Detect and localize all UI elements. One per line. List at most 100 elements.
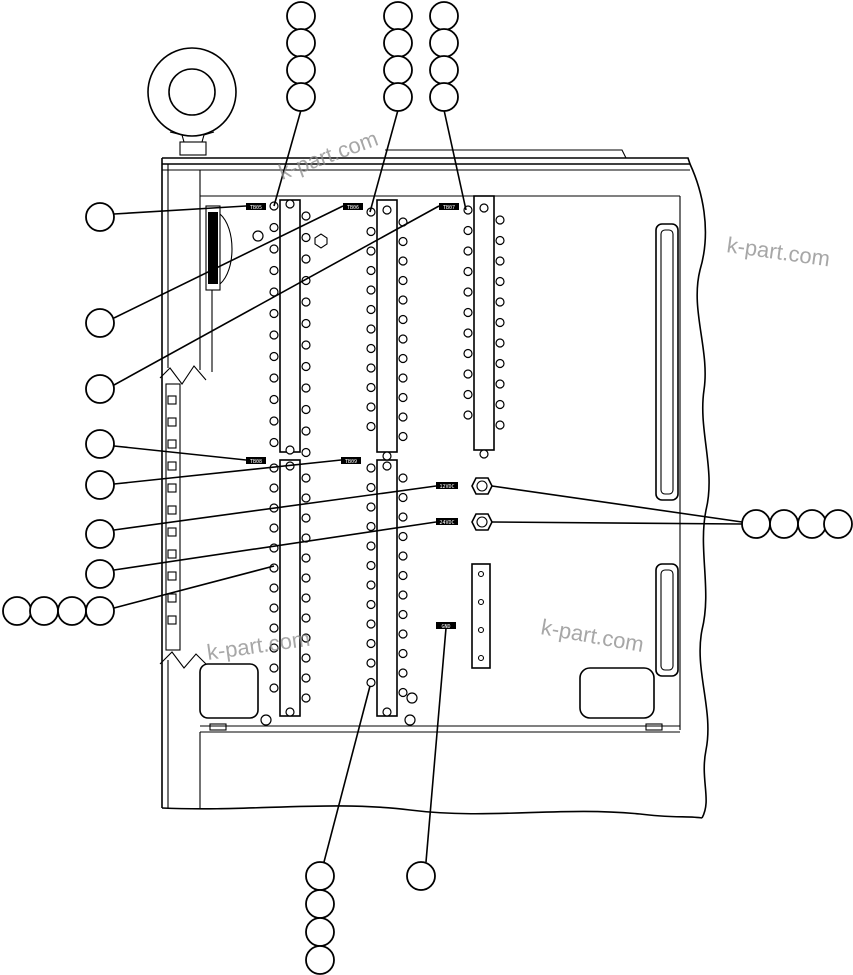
terminal-screw [366, 677, 376, 688]
block-end-screw [479, 203, 489, 213]
terminal-screw [301, 673, 311, 683]
callout-balloon [85, 374, 115, 404]
tag-gnd: GND [436, 622, 456, 630]
callout-balloon [429, 1, 459, 31]
terminal-screw [398, 295, 408, 305]
terminal-screw [463, 246, 473, 256]
terminal-screw [269, 663, 279, 673]
terminal-screw [463, 410, 473, 420]
watermark-text: k-part.com [205, 626, 311, 665]
terminal-screw [301, 254, 311, 264]
terminal-screw [366, 560, 376, 571]
stud-24vdc [471, 513, 493, 531]
terminal-screw [398, 668, 408, 678]
tag-tb08-text: TB08 [250, 459, 262, 465]
watermark-text: k-part.com [539, 614, 646, 657]
terminal-block-tb07 [473, 195, 495, 451]
terminal-screw [398, 314, 408, 325]
terminal-screw [269, 265, 279, 276]
tag-tb08: TB08 [246, 457, 266, 465]
terminal-screw [366, 382, 376, 393]
callout-balloon [85, 470, 115, 500]
terminal-screw [398, 629, 408, 639]
terminal-screw [269, 603, 279, 613]
terminal-screw [366, 638, 376, 649]
block-end-screw [285, 199, 295, 209]
callout-balloon [305, 917, 335, 947]
watermarks: k-part.com k-part.com k-part.com k-part.… [205, 126, 831, 665]
callout-balloon [406, 861, 436, 891]
terminal-screw [269, 563, 279, 573]
terminal-screw [366, 226, 376, 237]
terminal-screw [398, 531, 408, 542]
terminal-screw [269, 222, 279, 233]
tag-tb09-text: TB09 [345, 459, 357, 465]
terminal-screw [398, 373, 408, 383]
callout-balloon [85, 596, 115, 626]
watermark-text: k-part.com [275, 126, 381, 185]
terminal-screw [301, 693, 311, 703]
callout-balloon [769, 509, 799, 539]
tag-24vdc-text: 24VDC [439, 520, 454, 526]
terminal-screw [398, 473, 408, 483]
terminal-screw [366, 463, 376, 473]
terminal-screw [366, 363, 376, 373]
terminal-block-tb09 [376, 459, 398, 717]
terminal-screw [301, 553, 311, 563]
terminal-screw [366, 658, 376, 668]
callout-balloon [286, 1, 316, 31]
tag-gnd-text: GND [441, 624, 450, 630]
tag-tb06: TB06 [343, 203, 363, 211]
terminal-screw [398, 648, 408, 659]
terminal-screw [495, 256, 505, 266]
tag-12vdc: 12VDC [436, 482, 458, 490]
terminal-screw [269, 351, 279, 362]
callout-balloon [29, 596, 59, 626]
callout-balloon [286, 82, 316, 112]
terminal-screw [495, 420, 505, 430]
tag-tb07: TB07 [439, 203, 459, 211]
stud-12vdc [471, 477, 493, 495]
terminal-screw [463, 369, 473, 379]
terminal-screw [301, 613, 311, 623]
callout-balloon [429, 28, 459, 58]
tag-tb05: TB05 [246, 203, 266, 211]
callout-balloon [383, 28, 413, 58]
terminal-screw [495, 276, 505, 287]
terminal-screw [366, 343, 376, 354]
terminal-screw [463, 266, 473, 277]
terminal-screw [366, 304, 376, 315]
terminal-screw [301, 426, 311, 436]
terminal-screw [463, 389, 473, 400]
terminal-screw [301, 593, 311, 603]
terminal-screw [398, 392, 408, 403]
terminal-screw [269, 583, 279, 593]
callout-balloon [85, 559, 115, 589]
terminal-screw [398, 570, 408, 581]
callout-balloon [429, 55, 459, 85]
tag-tb06-text: TB06 [347, 205, 359, 211]
leader-lines [113, 109, 743, 863]
terminal-screw [398, 609, 408, 620]
terminal-screw [366, 619, 376, 629]
callout-balloon [85, 429, 115, 459]
callout-balloon [383, 55, 413, 85]
terminal-screw [269, 623, 279, 633]
terminal-screw [463, 348, 473, 359]
callout-balloon [383, 82, 413, 112]
terminal-screw [495, 338, 505, 348]
terminal-screw [495, 317, 505, 328]
terminal-screw [366, 580, 376, 590]
callout-balloon [85, 308, 115, 338]
terminal-screw [301, 340, 311, 350]
tag-12vdc-text: 12VDC [439, 484, 454, 490]
terminal-screw [398, 412, 408, 422]
terminal-screw [269, 373, 279, 383]
terminal-screw [269, 643, 279, 653]
terminal-screw [398, 256, 408, 266]
block-end-screw [382, 461, 392, 471]
callout-balloon [286, 28, 316, 58]
terminal-screw [301, 404, 311, 415]
terminal-screw [398, 512, 408, 522]
